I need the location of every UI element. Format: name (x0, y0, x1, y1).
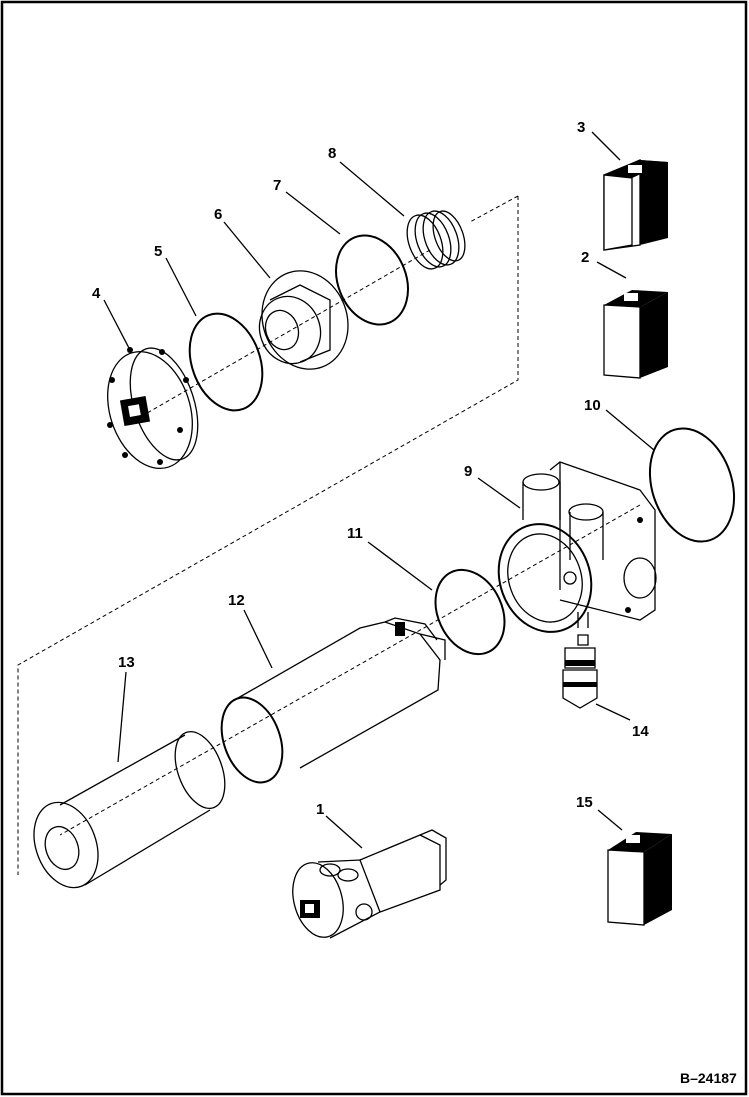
part-2-decal (603, 290, 668, 379)
callout-13: 13 (118, 654, 135, 671)
part-1-filter-assembly (292, 829, 447, 939)
leader-6 (223, 221, 271, 279)
leader-13 (117, 671, 127, 763)
callout-12: 12 (228, 592, 245, 609)
callout-9: 9 (464, 463, 472, 480)
center-axis-line-upper (134, 249, 431, 421)
figure-id: B–24187 (680, 1070, 737, 1086)
center-axis-line-lower (59, 504, 641, 836)
part-9-filter-head (497, 461, 657, 633)
part-10-o-ring (648, 427, 736, 543)
leader-7 (285, 191, 341, 235)
part-3-decal (603, 159, 668, 251)
callout-3: 3 (577, 119, 585, 136)
assembly-outline-top (469, 195, 519, 223)
leader-10 (605, 409, 655, 451)
callout-15: 15 (576, 794, 593, 811)
assembly-outline-dashed (17, 196, 519, 875)
part-7-o-ring (335, 234, 409, 326)
callout-14: 14 (632, 723, 649, 740)
callout-2: 2 (581, 249, 589, 266)
part-4-cover (107, 347, 199, 470)
part-12-bowl (220, 617, 446, 784)
callout-5: 5 (154, 243, 162, 260)
part-11-o-ring (434, 568, 506, 656)
leader-8 (339, 161, 405, 217)
leader-12 (243, 609, 273, 669)
leader-3 (591, 131, 621, 161)
leader-1 (325, 815, 363, 849)
leader-14 (595, 703, 631, 721)
callout-10: 10 (584, 397, 601, 414)
callout-1: 1 (316, 801, 324, 818)
part-5-o-ring (188, 312, 264, 412)
part-6-adapter (258, 270, 349, 370)
leader-5 (165, 257, 197, 317)
leader-4 (103, 299, 131, 351)
callout-11: 11 (347, 525, 363, 542)
callout-4: 4 (92, 285, 101, 302)
part-14-indicator (562, 634, 598, 709)
callout-8: 8 (328, 145, 336, 162)
leader-15 (597, 809, 623, 831)
callout-6: 6 (214, 206, 222, 223)
leader-9 (477, 477, 521, 509)
part-15-decal (607, 832, 672, 926)
leader-11 (367, 541, 433, 591)
leader-2 (596, 261, 627, 279)
part-13-filter-element (33, 731, 226, 889)
callout-7: 7 (273, 177, 281, 194)
part-8-spring (406, 210, 466, 270)
